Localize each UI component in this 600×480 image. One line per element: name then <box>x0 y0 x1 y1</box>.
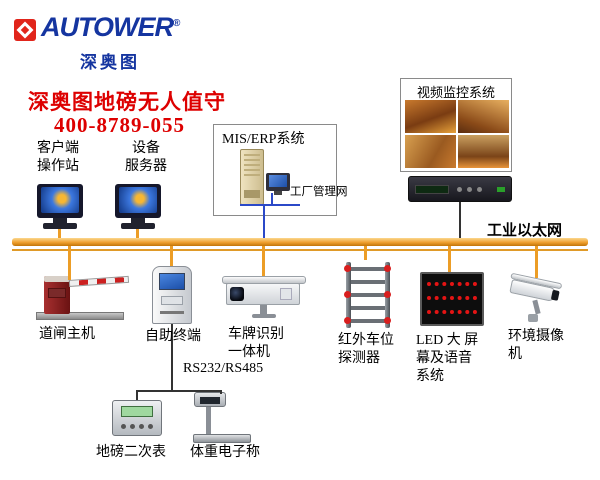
kiosk-icon <box>152 266 194 326</box>
bus-drop-infrared <box>364 246 367 260</box>
weighbridge-indicator-label: 地磅二次表 <box>96 445 166 460</box>
dvr-to-bus-line <box>459 202 461 238</box>
logo-brand: AUTOWER® <box>41 12 180 43</box>
video-thumbnail <box>405 100 456 133</box>
infrared-detector-label: 红外车位 探测器 <box>338 333 394 367</box>
lpr-camera-label: 车牌识别 一体机 <box>228 327 284 361</box>
infrared-detector-icon <box>344 260 392 330</box>
video-thumbnail <box>458 100 509 133</box>
scale-pole <box>206 407 211 435</box>
serial-branch-line <box>136 390 222 392</box>
environment-camera-label: 环境摄像 机 <box>508 329 564 363</box>
dvr-display <box>415 185 449 194</box>
video-thumbnail <box>405 135 456 168</box>
mis-network-stub <box>271 193 273 205</box>
weighbridge-indicator-icon <box>112 400 164 438</box>
lpr-lens <box>230 287 244 301</box>
led-display-label: LED 大 屏 幕及语音 系统 <box>416 333 479 385</box>
bus-drop-led <box>448 246 451 272</box>
video-surveillance-box: 视频监控系统 <box>400 78 512 172</box>
rs232-rs485-label: RS232/RS485 <box>183 361 264 376</box>
barrier-gate-icon <box>36 272 136 322</box>
barrier-gate-label: 道闸主机 <box>39 327 95 342</box>
kiosk-body <box>152 266 192 324</box>
barrier-base <box>36 312 124 320</box>
server-to-bus-line <box>136 229 139 238</box>
logo-registered-mark: ® <box>173 18 180 29</box>
page-title: 深奥图地磅无人值守 <box>28 91 226 114</box>
monitor-screen <box>41 187 79 213</box>
led-text-row <box>427 282 477 286</box>
client-computer-icon <box>34 184 86 230</box>
indicator-screen <box>121 406 153 417</box>
scale-head <box>194 392 226 407</box>
bus-drop-lpr <box>262 246 265 276</box>
monitor-bezel <box>115 184 161 218</box>
factory-network-label: 工厂管理网 <box>290 186 348 198</box>
lpr-camera-icon <box>222 276 314 322</box>
logo-brand-text: AUTOWER <box>41 12 174 42</box>
device-server-label: 设备 服务器 <box>125 141 167 175</box>
kiosk-serial-line <box>171 324 173 390</box>
electronic-scale-icon <box>192 392 254 444</box>
kiosk-slot <box>160 311 184 314</box>
server-tower-icon <box>240 149 264 205</box>
ethernet-bus <box>12 238 588 246</box>
mis-erp-title: MIS/ERP系统 <box>222 132 305 147</box>
bus-drop-kiosk <box>170 246 173 266</box>
serial-to-scale-line <box>220 390 222 394</box>
monitor-bezel <box>37 184 83 218</box>
environment-camera-icon <box>504 272 574 326</box>
mis-monitor-icon <box>266 173 290 191</box>
camera-lens <box>550 289 560 301</box>
server-computer-icon <box>112 184 164 230</box>
kiosk-label: 自助终端 <box>145 329 201 344</box>
mis-to-bus-line <box>263 205 265 238</box>
client-to-bus-line <box>58 229 61 238</box>
logo-subtitle: 深奥图 <box>80 53 140 72</box>
dvr-icon <box>408 176 512 202</box>
dvr-led <box>497 187 505 192</box>
logo-mark-icon <box>14 19 36 41</box>
client-station-label: 客户端 操作站 <box>37 141 79 175</box>
mis-erp-box: MIS/ERP系统 工厂管理网 <box>213 124 348 216</box>
scale-display <box>200 397 220 404</box>
video-thumbnail <box>458 135 509 168</box>
phone-number: 400-8789-055 <box>54 113 185 137</box>
led-text-row <box>427 310 477 314</box>
ethernet-bus-shadow <box>12 249 588 251</box>
barrier-cabinet <box>44 276 70 314</box>
scale-platform <box>193 434 251 443</box>
bus-drop-envcam <box>535 246 538 278</box>
barrier-arm <box>68 275 130 287</box>
electronic-scale-label: 体重电子称 <box>190 445 260 460</box>
kiosk-keypad <box>161 296 183 305</box>
led-text-row <box>427 296 477 300</box>
bus-drop-barrier <box>68 246 71 280</box>
mis-network-line <box>240 204 300 206</box>
video-surveillance-title: 视频监控系统 <box>416 85 495 100</box>
serial-to-indicator-line <box>136 390 138 400</box>
led-display-icon <box>420 272 484 326</box>
logo: AUTOWER® 深奥图 <box>14 12 194 74</box>
monitor-screen <box>119 187 157 213</box>
ethernet-label: 工业以太网 <box>487 223 563 239</box>
kiosk-screen <box>159 273 185 290</box>
